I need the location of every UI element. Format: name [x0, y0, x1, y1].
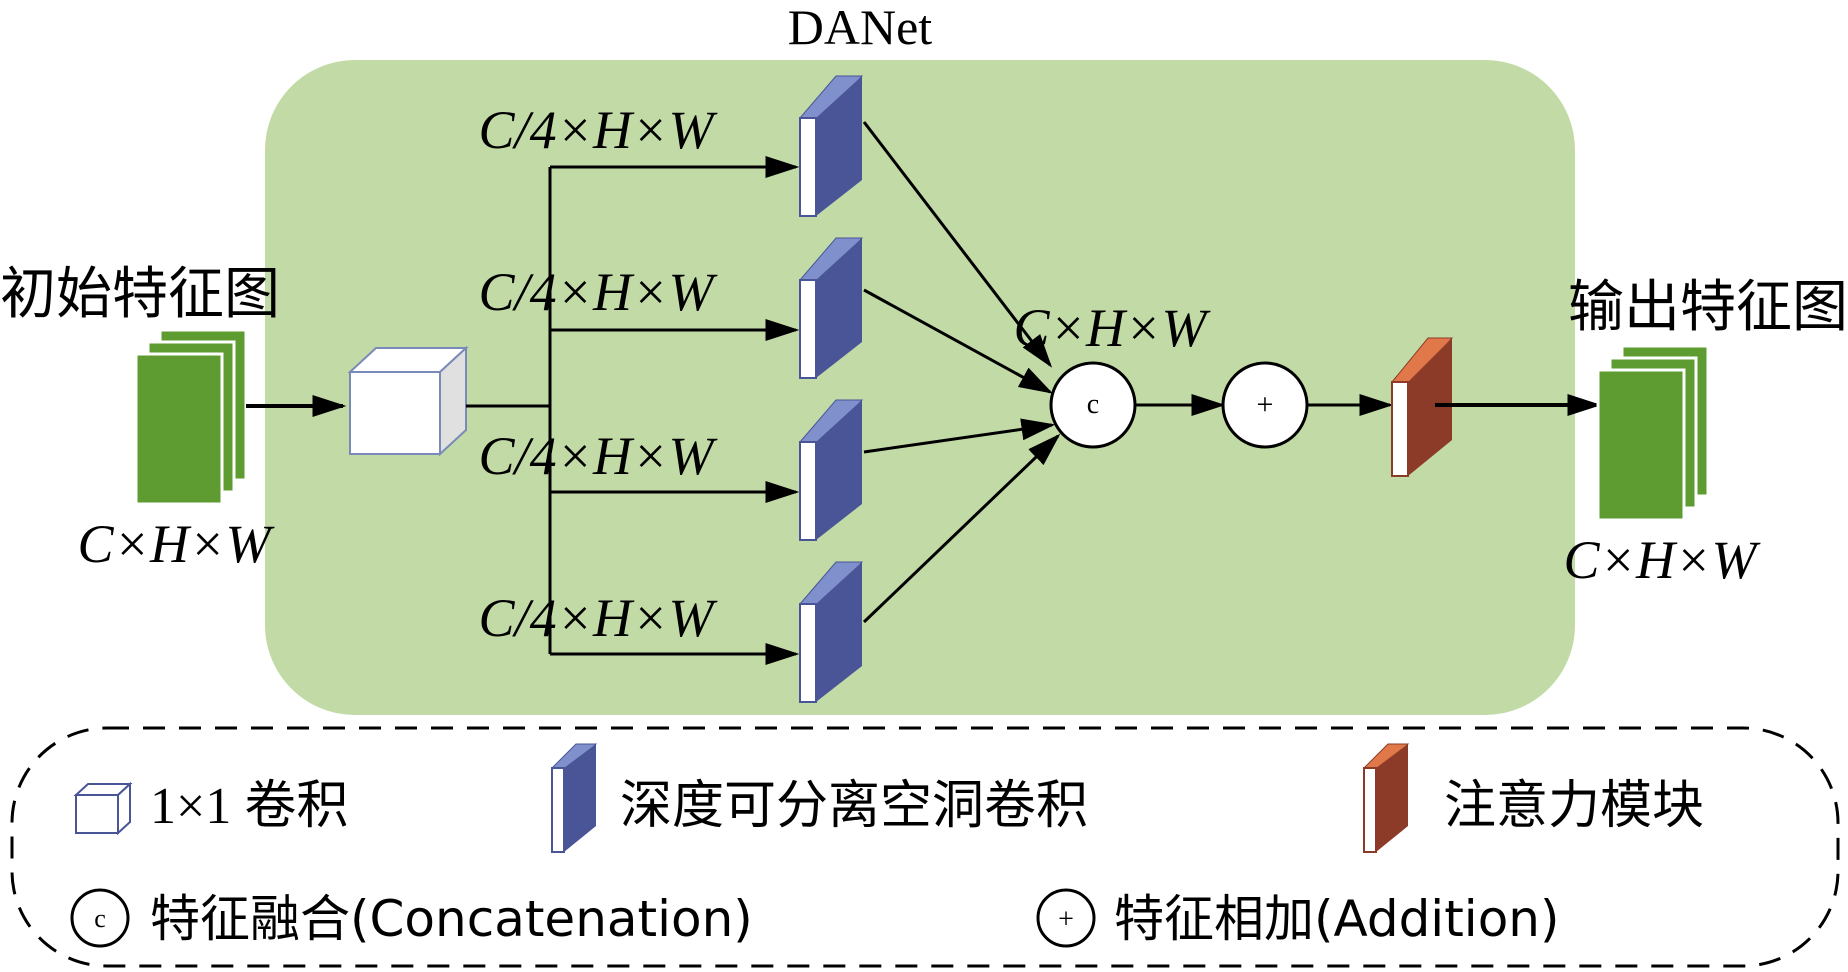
legend-concat-symbol: c [94, 904, 106, 933]
input-feature-map [134, 328, 248, 506]
legend-box [10, 726, 1840, 968]
legend-conv1x1-icon [73, 781, 133, 836]
conv1x1-cube [347, 345, 469, 457]
branch-3-dims: C/4×H×W [479, 426, 719, 486]
legend-concat-label: 特征融合(Concatenation) [150, 890, 753, 948]
arrow-dsconv2-to-concat [863, 288, 1053, 394]
branch-4-dims: C/4×H×W [479, 588, 719, 648]
arrow-dsconv4-to-concat [862, 433, 1061, 624]
legend-add-symbol: + [1058, 904, 1074, 935]
danet-panel [265, 60, 1575, 715]
arrow-dsconv3-to-concat [863, 418, 1056, 454]
dsconv-block-1 [798, 75, 864, 217]
dsconv-block-3 [798, 399, 864, 541]
input-label: 初始特征图 [0, 262, 280, 327]
attention-block [1390, 337, 1454, 477]
legend-dsconv-icon [550, 743, 598, 853]
add-symbol: + [1257, 388, 1274, 421]
output-label: 输出特征图 [1568, 275, 1848, 340]
input-dims: C×H×W [78, 514, 276, 574]
diagram-title: DANet [788, 0, 933, 55]
legend-conv1x1-label: 1×1 卷积 [150, 778, 348, 835]
legend-concat-icon [70, 888, 130, 948]
branch-1-dims: C/4×H×W [479, 100, 719, 160]
legend-attention-label: 注意力模块 [1444, 776, 1704, 836]
output-feature-map [1596, 344, 1710, 522]
concat-symbol: c [1087, 389, 1099, 420]
concat-dims: C×H×W [1014, 298, 1212, 358]
branch-2-dims: C/4×H×W [479, 262, 719, 322]
legend-dsconv-label: 深度可分离空洞卷积 [620, 776, 1088, 836]
arrow-dsconv1-to-concat [862, 121, 1053, 368]
legend-attention-icon [1362, 743, 1410, 853]
dsconv-block-4 [798, 561, 864, 703]
branch-lines [466, 167, 552, 654]
legend-add-label: 特征相加(Addition) [1114, 890, 1559, 948]
dsconv-block-2 [798, 237, 864, 379]
output-dims: C×H×W [1564, 530, 1762, 590]
legend-add-icon [1036, 888, 1096, 948]
